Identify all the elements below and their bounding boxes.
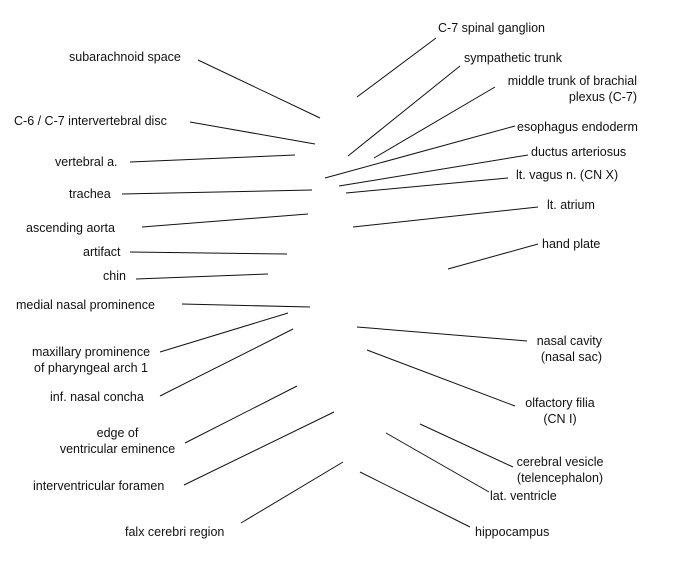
leader-lt-vagus-n [345, 177, 509, 194]
label-falx-cerebri-region: falx cerebri region [125, 525, 225, 539]
leader-lat-ventricle [385, 432, 490, 493]
label-lt-vagus-n: lt. vagus n. (CN X) [516, 168, 619, 182]
leader-inf-nasal-concha [159, 328, 294, 397]
leader-esophagus-endoderm [324, 125, 516, 179]
label-cerebral-vesicle-line1: cerebral vesicle [516, 455, 604, 469]
label-olfactory-filia: olfactory filia (CN I) [510, 395, 610, 427]
leader-subarachnoid-space [197, 59, 321, 119]
label-inf-nasal-concha: inf. nasal concha [50, 390, 144, 404]
label-maxillary-prominence-line1: maxillary prominence [31, 345, 151, 359]
leader-hand-plate [447, 243, 539, 270]
leader-chin [135, 273, 269, 280]
label-esophagus-endoderm: esophagus endoderm [517, 120, 638, 134]
label-trachea: trachea [69, 187, 111, 201]
leader-trachea [121, 189, 313, 195]
label-c7-spinal-ganglion: C-7 spinal ganglion [438, 21, 546, 35]
label-middle-trunk-line2: plexus (C-7) [568, 90, 637, 104]
label-lat-ventricle: lat. ventricle [490, 489, 557, 503]
leader-medial-nasal-prominence [181, 303, 311, 308]
label-lt-atrium: lt. atrium [547, 198, 595, 212]
leader-olfactory-filia [366, 349, 516, 407]
label-ascending-aorta: ascending aorta [26, 221, 115, 235]
leader-ductus-arteriosus [338, 154, 529, 187]
leader-vertebral-a [129, 154, 296, 163]
label-nasal-cavity-line2: (nasal sac) [540, 350, 602, 364]
label-hand-plate: hand plate [542, 237, 601, 251]
leader-middle-trunk [373, 86, 496, 159]
label-olfactory-filia-line2: (CN I) [543, 412, 577, 426]
leader-interventricular-foramen [183, 411, 335, 486]
label-nasal-cavity: nasal cavity (nasal sac) [500, 333, 602, 365]
label-interventricular-foramen: interventricular foramen [33, 479, 165, 493]
label-subarachnoid-space: subarachnoid space [69, 50, 181, 64]
label-middle-trunk-line1: middle trunk of brachial [507, 74, 637, 88]
label-maxillary-prominence-line2: of pharyngeal arch 1 [34, 361, 148, 375]
label-middle-trunk-brachial-plexus: middle trunk of brachial plexus (C-7) [480, 73, 637, 105]
leader-nasal-cavity [356, 326, 528, 342]
leader-edge-ventricular-eminence [184, 385, 298, 444]
label-medial-nasal-prominence: medial nasal prominence [16, 298, 155, 312]
label-nasal-cavity-line1: nasal cavity [536, 334, 602, 348]
label-cerebral-vesicle: cerebral vesicle (telencephalon) [505, 454, 615, 486]
leader-ascending-aorta [141, 213, 309, 228]
leader-lt-atrium [352, 206, 539, 228]
label-edge-ventricular-line2: ventricular eminence [59, 442, 176, 456]
leader-c7-spinal-ganglion [356, 37, 437, 98]
leader-artifact [129, 251, 288, 255]
label-chin: chin [103, 269, 126, 283]
leader-cerebral-vesicle [419, 423, 514, 468]
label-sympathetic-trunk: sympathetic trunk [464, 51, 562, 65]
leader-maxillary-prominence [159, 312, 289, 353]
leader-sympathetic-trunk [347, 65, 461, 157]
label-artifact: artifact [83, 245, 121, 259]
label-edge-of-ventricular-eminence: edge of ventricular eminence [50, 425, 185, 457]
label-maxillary-prominence: maxillary prominence of pharyngeal arch … [28, 344, 154, 376]
label-edge-ventricular-line1: edge of [96, 426, 139, 440]
label-hippocampus: hippocampus [475, 525, 550, 539]
label-vertebral-a: vertebral a. [55, 155, 118, 169]
leader-falx-cerebri [240, 461, 344, 524]
label-cerebral-vesicle-line2: (telencephalon) [516, 471, 604, 485]
leader-hippocampus [359, 471, 471, 528]
label-olfactory-filia-line1: olfactory filia [525, 396, 595, 410]
label-c6-c7-intervertebral-disc: C-6 / C-7 intervertebral disc [14, 114, 167, 128]
leader-c6-c7-disc [189, 121, 316, 145]
label-ductus-arteriosus: ductus arteriosus [531, 145, 627, 159]
